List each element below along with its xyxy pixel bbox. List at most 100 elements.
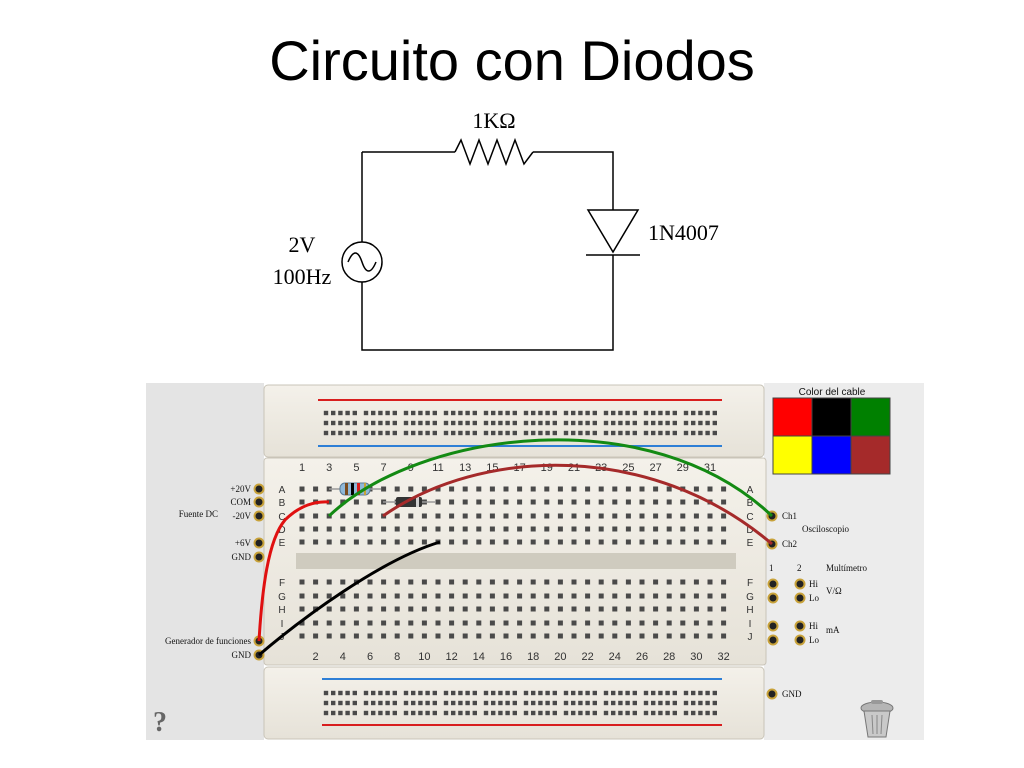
breadboard-hole[interactable] <box>571 499 577 505</box>
breadboard-hole[interactable] <box>326 593 332 599</box>
breadboard-hole[interactable] <box>503 486 509 492</box>
rail-hole[interactable] <box>392 430 397 436</box>
breadboard-hole[interactable] <box>721 539 727 545</box>
rail-hole[interactable] <box>363 710 369 716</box>
rail-hole[interactable] <box>483 410 489 416</box>
breadboard-hole[interactable] <box>639 499 645 505</box>
rail-hole[interactable] <box>563 690 569 696</box>
breadboard-hole[interactable] <box>435 499 441 505</box>
rail-hole[interactable] <box>371 410 376 416</box>
breadboard-hole[interactable] <box>517 526 523 532</box>
rail-hole[interactable] <box>625 690 630 696</box>
rail-hole[interactable] <box>418 700 423 706</box>
breadboard-hole[interactable] <box>680 593 686 599</box>
breadboard-hole[interactable] <box>598 606 604 612</box>
breadboard-hole[interactable] <box>503 620 509 626</box>
breadboard-hole[interactable] <box>503 499 509 505</box>
rail-hole[interactable] <box>523 420 529 426</box>
rail-hole[interactable] <box>643 690 649 696</box>
rail-hole[interactable] <box>538 410 543 416</box>
rail-hole[interactable] <box>392 420 397 426</box>
breadboard-hole[interactable] <box>489 486 495 492</box>
rail-hole[interactable] <box>505 430 510 436</box>
breadboard-hole[interactable] <box>340 539 346 545</box>
rail-hole[interactable] <box>618 710 623 716</box>
rail-hole[interactable] <box>643 410 649 416</box>
rail-hole[interactable] <box>498 410 503 416</box>
rail-hole[interactable] <box>385 430 390 436</box>
breadboard-hole[interactable] <box>462 539 468 545</box>
breadboard-hole[interactable] <box>381 579 387 585</box>
rail-hole[interactable] <box>571 700 576 706</box>
breadboard-hole[interactable] <box>299 539 305 545</box>
rail-hole[interactable] <box>665 690 670 696</box>
breadboard-hole[interactable] <box>476 499 482 505</box>
rail-hole[interactable] <box>523 410 529 416</box>
breadboard-hole[interactable] <box>530 620 536 626</box>
breadboard-hole[interactable] <box>353 526 359 532</box>
rail-hole[interactable] <box>683 420 689 426</box>
breadboard-hole[interactable] <box>326 579 332 585</box>
breadboard-hole[interactable] <box>435 606 441 612</box>
breadboard-hole[interactable] <box>625 539 631 545</box>
rail-hole[interactable] <box>538 690 543 696</box>
rail-hole[interactable] <box>611 710 616 716</box>
rail-hole[interactable] <box>712 420 717 426</box>
breadboard-hole[interactable] <box>544 539 550 545</box>
rail-hole[interactable] <box>472 700 477 706</box>
breadboard-hole[interactable] <box>462 486 468 492</box>
rail-hole[interactable] <box>403 420 409 426</box>
breadboard-hole[interactable] <box>353 499 359 505</box>
breadboard-hole[interactable] <box>557 606 563 612</box>
breadboard-hole[interactable] <box>693 486 699 492</box>
rail-hole[interactable] <box>392 710 397 716</box>
breadboard-hole[interactable] <box>462 513 468 519</box>
breadboard-hole[interactable] <box>680 620 686 626</box>
rail-hole[interactable] <box>512 410 517 416</box>
rail-hole[interactable] <box>345 710 350 716</box>
breadboard-hole[interactable] <box>666 606 672 612</box>
rail-hole[interactable] <box>443 690 449 696</box>
rail-hole[interactable] <box>458 410 463 416</box>
rail-hole[interactable] <box>651 690 656 696</box>
rail-hole[interactable] <box>458 690 463 696</box>
rail-hole[interactable] <box>563 700 569 706</box>
rail-hole[interactable] <box>672 700 677 706</box>
breadboard-hole[interactable] <box>707 579 713 585</box>
rail-hole[interactable] <box>651 410 656 416</box>
breadboard-hole[interactable] <box>476 620 482 626</box>
rail-hole[interactable] <box>472 710 477 716</box>
breadboard-hole[interactable] <box>489 633 495 639</box>
rail-hole[interactable] <box>465 420 470 426</box>
rail-hole[interactable] <box>323 420 329 426</box>
rail-hole[interactable] <box>592 700 597 706</box>
rail-hole[interactable] <box>585 710 590 716</box>
rail-hole[interactable] <box>458 700 463 706</box>
breadboard-hole[interactable] <box>340 593 346 599</box>
rail-hole[interactable] <box>552 430 557 436</box>
rail-hole[interactable] <box>611 410 616 416</box>
breadboard-hole[interactable] <box>571 526 577 532</box>
cable-color-swatch[interactable] <box>811 435 852 475</box>
breadboard-hole[interactable] <box>680 526 686 532</box>
breadboard-hole[interactable] <box>408 539 414 545</box>
rail-hole[interactable] <box>345 410 350 416</box>
breadboard-hole[interactable] <box>489 579 495 585</box>
rail-hole[interactable] <box>378 430 383 436</box>
breadboard-hole[interactable] <box>721 486 727 492</box>
rail-hole[interactable] <box>338 420 343 426</box>
rail-hole[interactable] <box>545 410 550 416</box>
rail-hole[interactable] <box>523 710 529 716</box>
breadboard-hole[interactable] <box>449 593 455 599</box>
rail-hole[interactable] <box>592 690 597 696</box>
rail-hole[interactable] <box>483 420 489 426</box>
breadboard-hole[interactable] <box>612 486 618 492</box>
breadboard-hole[interactable] <box>571 539 577 545</box>
rail-hole[interactable] <box>385 710 390 716</box>
breadboard-hole[interactable] <box>517 539 523 545</box>
rail-hole[interactable] <box>323 430 329 436</box>
cable-color-swatch[interactable] <box>772 435 813 475</box>
breadboard-hole[interactable] <box>313 620 319 626</box>
breadboard-hole[interactable] <box>557 633 563 639</box>
breadboard-hole[interactable] <box>585 606 591 612</box>
